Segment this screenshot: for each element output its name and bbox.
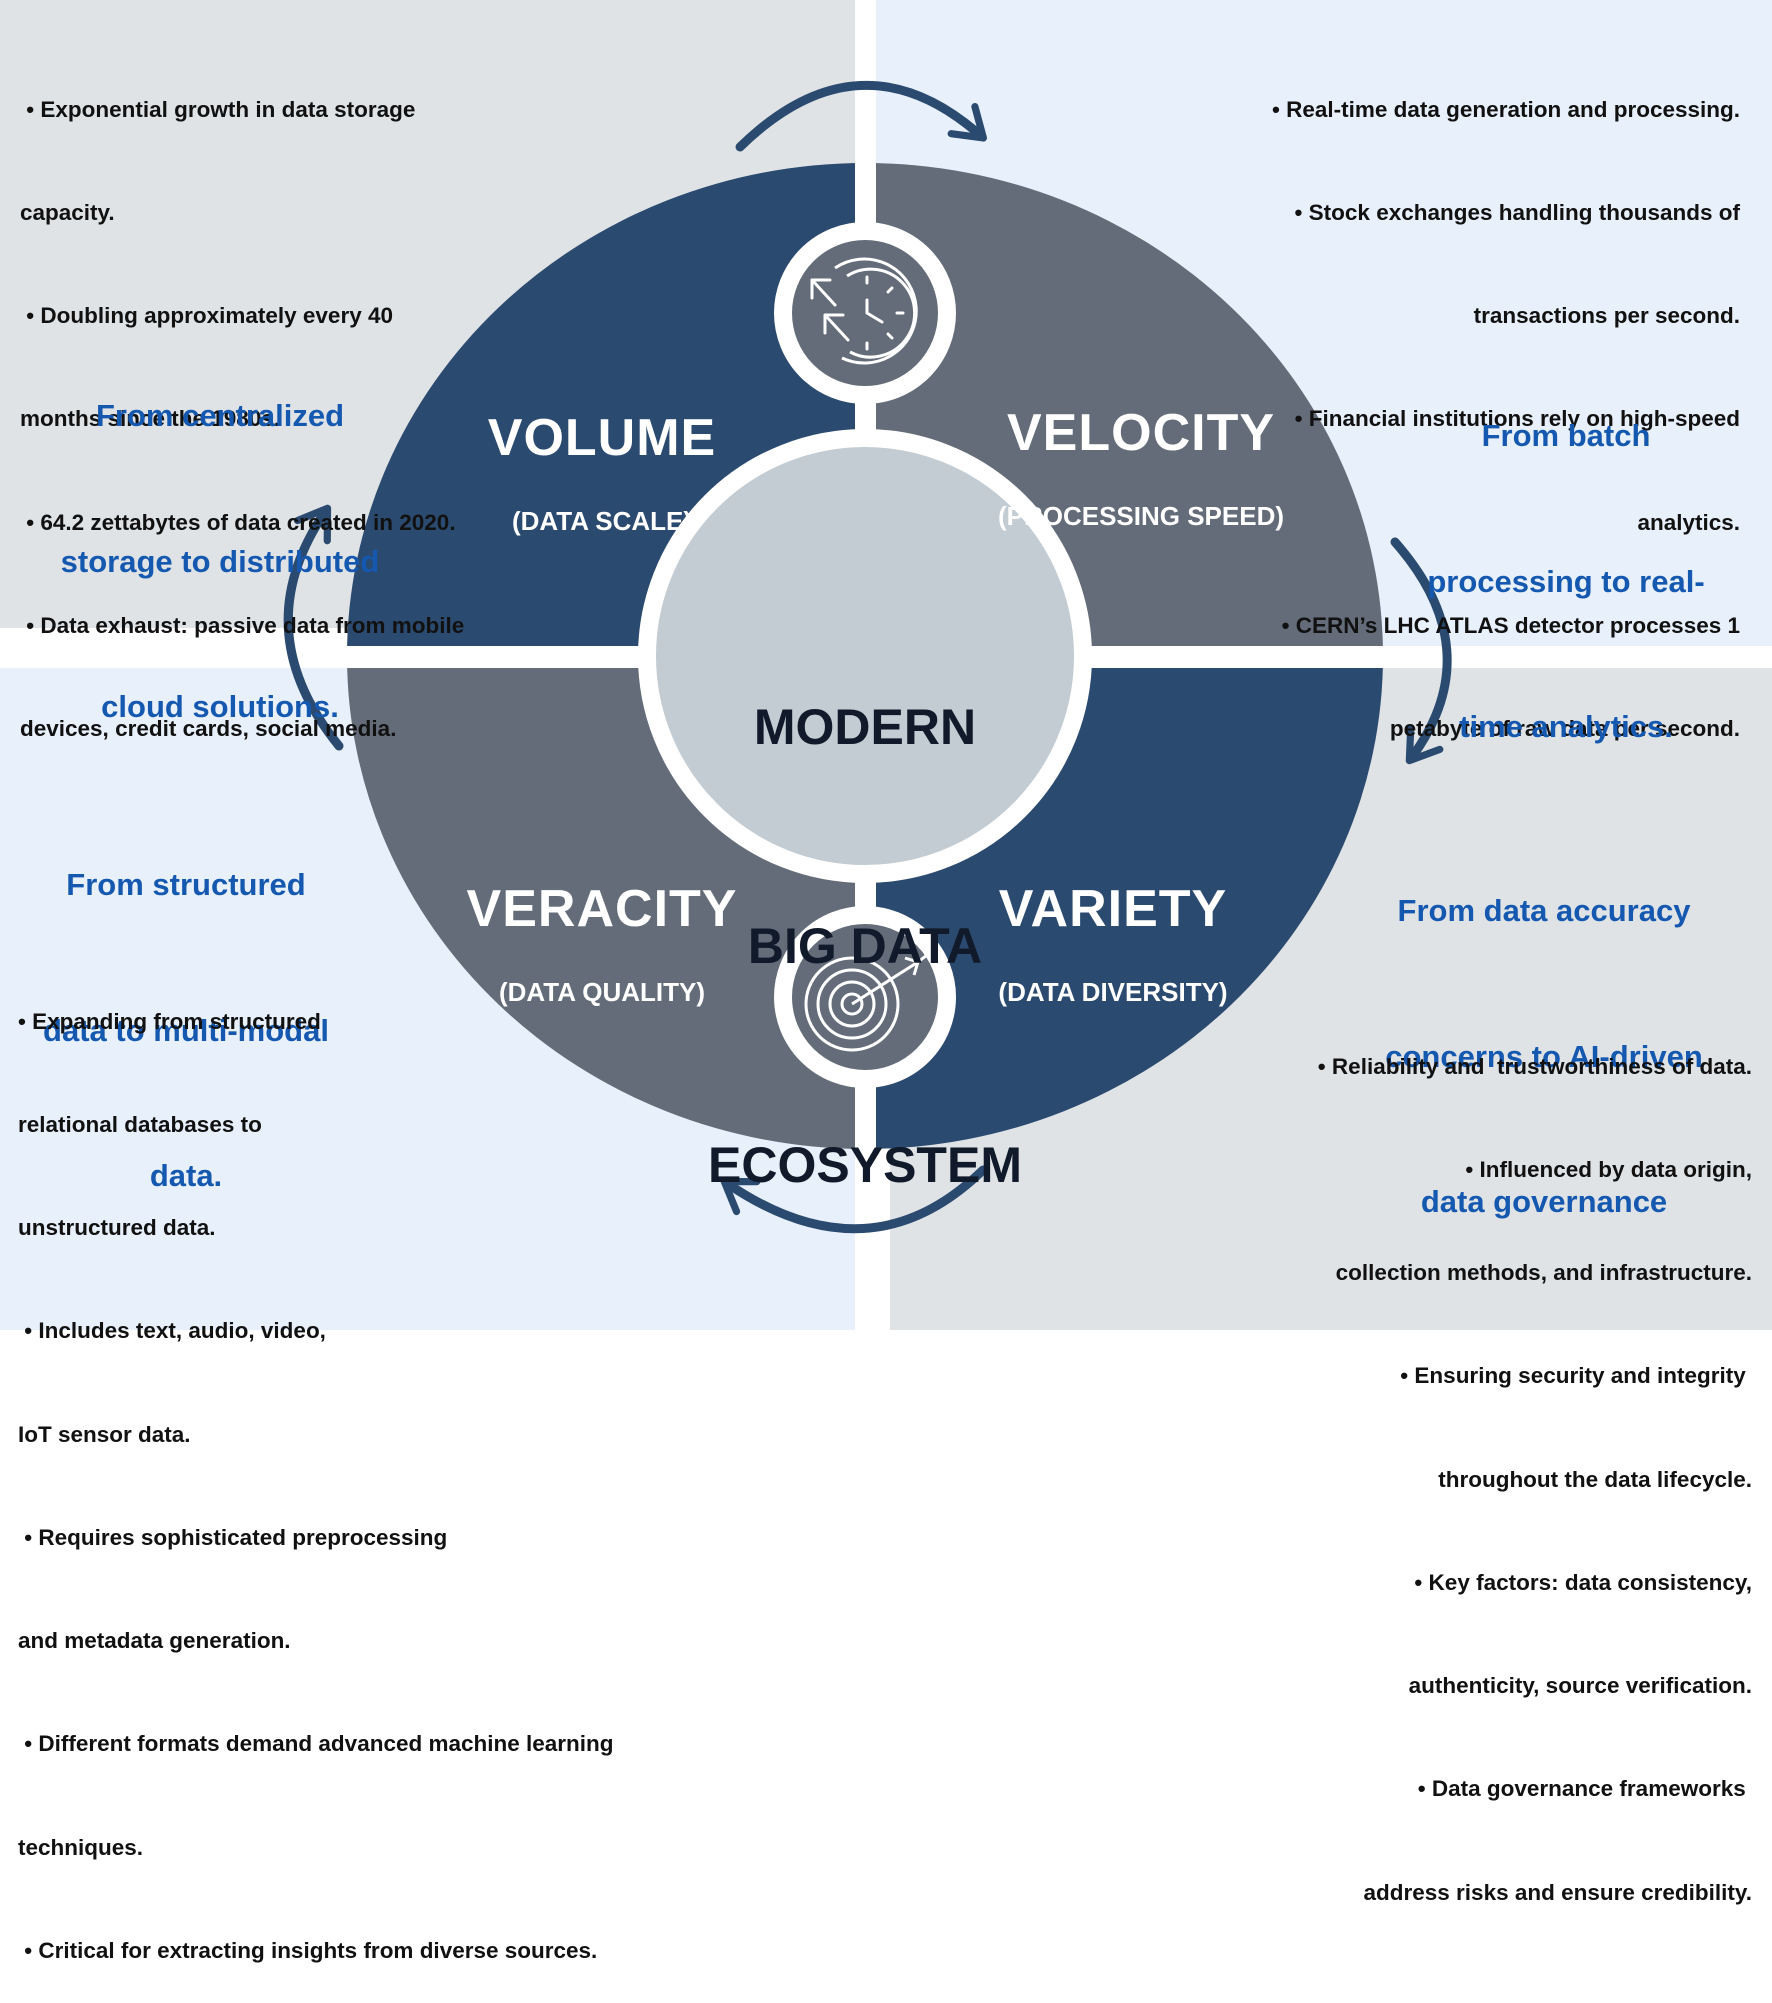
- transition-line: From centralized: [95, 398, 345, 433]
- target-icon: [774, 906, 956, 1088]
- bullet-line: address risks and ensure credibility.: [1363, 1879, 1753, 1905]
- variety-bullets: • Reliability and trustworthiness of dat…: [1318, 981, 1752, 1944]
- bullet-line: techniques.: [18, 1834, 144, 1860]
- velocity-label: VELOCITY (PROCESSING SPEED): [998, 367, 1284, 551]
- bullet-line: and metadata generation.: [18, 1628, 291, 1654]
- bullet-line: analytics.: [1637, 509, 1740, 535]
- transition-line: cloud solutions.: [101, 689, 339, 724]
- bullet-line: • Stock exchanges handling thousands of: [1294, 200, 1740, 226]
- ecosystem-diagram: [283, 81, 1452, 1234]
- bullet-line: • Financial institutions rely on high-sp…: [1294, 406, 1740, 432]
- clock-speed-icon: [774, 222, 956, 404]
- bullet-line: • Expanding from structured: [18, 1008, 321, 1034]
- bullet-line: devices, credit cards, social media.: [20, 716, 397, 742]
- bullet-line: collection methods, and infrastructure.: [1335, 1260, 1752, 1286]
- transition-line: processing to real-: [1427, 563, 1705, 599]
- veracity-subtitle: (DATA QUALITY): [498, 977, 706, 1007]
- bullet-line: unstructured data.: [18, 1215, 216, 1241]
- volume-subtitle: (DATA SCALE): [511, 506, 693, 536]
- arrow-veracity-to-volume: [283, 504, 344, 751]
- variety-title: VARIETY: [998, 880, 1228, 938]
- bullet-line: • Critical for extracting insights from …: [18, 1937, 598, 1963]
- bullet-line: authenticity, source verification.: [1408, 1673, 1752, 1699]
- variety-label: VARIETY (DATA DIVERSITY): [998, 843, 1227, 1027]
- velocity-transition: From batch processing to real- time anal…: [1376, 315, 1756, 800]
- transition-line: data.: [149, 1158, 223, 1193]
- veracity-bullets: • Expanding from structured relational d…: [18, 936, 614, 2003]
- veracity-transition: From structured data to multi-modal data…: [6, 764, 366, 1249]
- arrow-velocity-to-variety: [1390, 537, 1452, 765]
- variety-subtitle: (DATA DIVERSITY): [998, 977, 1228, 1007]
- center-title-line: ECOSYSTEM: [708, 1137, 1022, 1193]
- transition-line: data to multi-modal: [43, 1012, 329, 1048]
- velocity-bullets: • Real-time data generation and processi…: [1272, 24, 1740, 781]
- bullet-line: • 64.2 zettabytes of data created in 202…: [20, 509, 456, 535]
- center-title-line: BIG DATA: [747, 918, 983, 974]
- bullet-line: • Key factors: data consistency,: [1414, 1569, 1752, 1595]
- velocity-subtitle: (PROCESSING SPEED): [997, 501, 1285, 531]
- arrow-volume-to-velocity: [735, 81, 987, 152]
- veracity-label: VERACITY (DATA QUALITY): [467, 843, 738, 1027]
- bullet-line: IoT sensor data.: [18, 1421, 191, 1447]
- bullet-line: • Doubling approximately every 40: [20, 303, 393, 329]
- bullet-line: • Requires sophisticated preprocessing: [18, 1524, 448, 1550]
- bullet-line: • Influenced by data origin,: [1465, 1157, 1752, 1183]
- bullet-line: • CERN’s LHC ATLAS detector processes 1: [1281, 612, 1740, 638]
- veracity-title: VERACITY: [466, 880, 738, 938]
- bullet-line: capacity.: [20, 200, 115, 226]
- transition-line: concerns to AI-driven: [1385, 1038, 1703, 1074]
- center-title-line: MODERN: [753, 699, 977, 755]
- bullet-line: petabyte of raw data per second.: [1389, 716, 1740, 742]
- volume-title: VOLUME: [487, 409, 717, 467]
- transition-line: time analytics.: [1459, 709, 1673, 744]
- transition-line: storage to distributed: [60, 543, 380, 579]
- transition-line: From data accuracy: [1397, 893, 1691, 928]
- arrow-variety-to-veracity: [720, 1165, 988, 1234]
- bullet-line: • Data exhaust: passive data from mobile: [20, 612, 465, 638]
- bullet-line: • Different formats demand advanced mach…: [18, 1731, 614, 1757]
- bullet-line: relational databases to: [18, 1112, 262, 1138]
- transition-line: From batch: [1481, 418, 1651, 453]
- bullet-line: • Ensuring security and integrity: [1400, 1363, 1752, 1389]
- transition-line: data governance: [1420, 1184, 1668, 1219]
- center-title: MODERN BIG DATA ECOSYSTEM: [708, 545, 1022, 1275]
- bullet-line: • Includes text, audio, video,: [18, 1318, 326, 1344]
- velocity-title: VELOCITY: [1006, 404, 1276, 462]
- center-hub: [638, 429, 1092, 883]
- bullet-line: • Exponential growth in data storage: [20, 96, 416, 122]
- bullet-line: transactions per second.: [1473, 303, 1740, 329]
- volume-bullets: • Exponential growth in data storage cap…: [20, 24, 464, 781]
- bullet-line: • Reliability and trustworthiness of dat…: [1317, 1053, 1752, 1079]
- volume-label: VOLUME (DATA SCALE): [488, 372, 716, 556]
- bullet-line: throughout the data lifecycle.: [1438, 1466, 1752, 1492]
- bullet-line: • Real-time data generation and processi…: [1272, 96, 1740, 122]
- transition-line: From structured: [66, 867, 306, 902]
- bullet-line: • Data governance frameworks: [1417, 1776, 1752, 1802]
- variety-transition: From data accuracy concerns to AI-driven…: [1344, 790, 1744, 1275]
- bullet-line: months since the 1980s.: [20, 406, 281, 432]
- volume-transition: From centralized storage to distributed …: [20, 295, 420, 780]
